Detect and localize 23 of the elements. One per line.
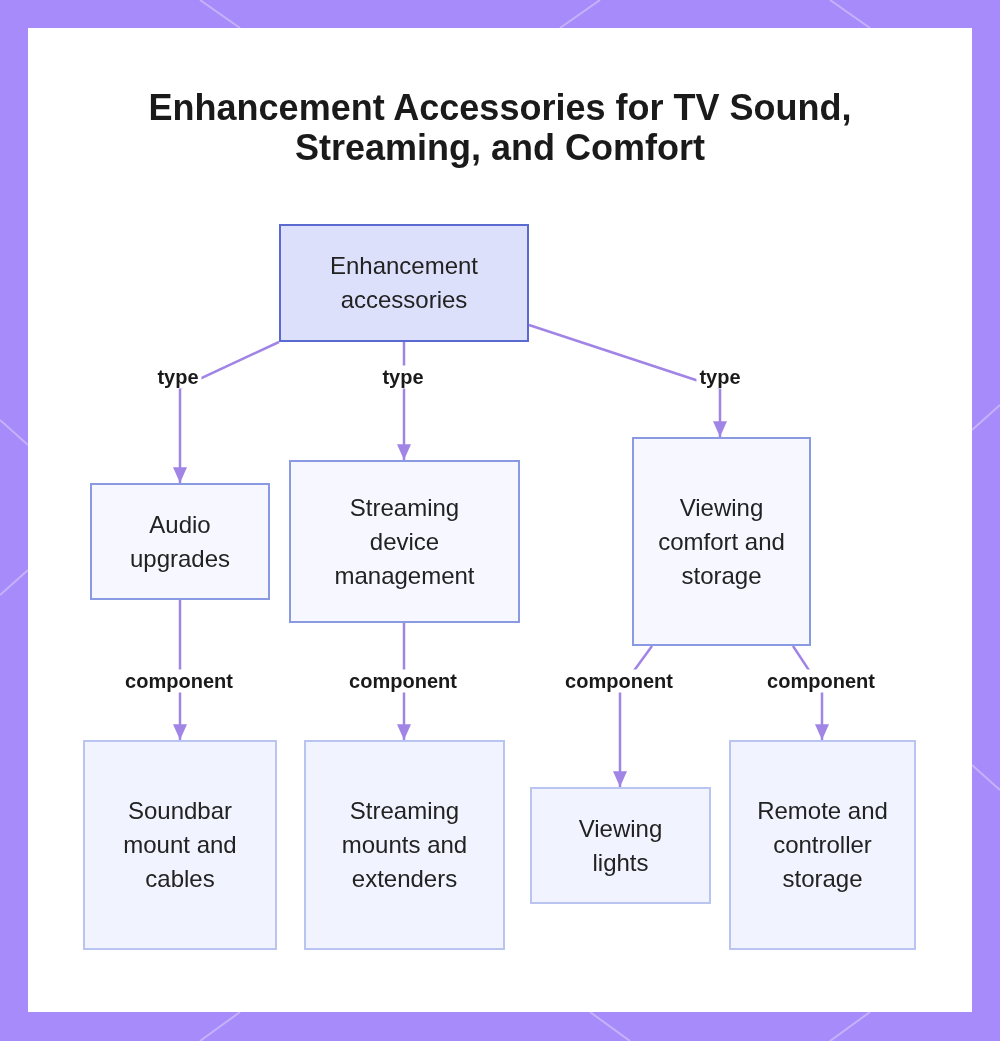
process-box xyxy=(530,787,711,904)
node-label: Viewing lights xyxy=(577,813,664,878)
node-label: Enhancement accessories xyxy=(328,251,480,315)
arrow xyxy=(528,323,727,437)
edge-label: component xyxy=(764,669,878,693)
edge-label: component xyxy=(346,669,460,693)
node-label: Streaming mounts and extenders xyxy=(340,796,469,894)
node-label: Audio upgrades xyxy=(128,509,232,574)
process-box xyxy=(90,483,270,600)
process-box xyxy=(289,460,520,623)
node-label: Remote and controller storage xyxy=(756,796,889,894)
process-box xyxy=(304,740,505,950)
node-label: Viewing comfort and storage xyxy=(657,492,786,591)
diagram-title: Enhancement Accessories for TV Sound, Streaming, and Comfort xyxy=(147,88,853,168)
process-box xyxy=(279,224,529,342)
process-box xyxy=(632,437,811,646)
arrow xyxy=(173,340,280,483)
node-label: Streaming device management xyxy=(333,492,476,591)
edge-label: component xyxy=(122,669,236,693)
edge-label: component xyxy=(562,669,676,693)
process-box xyxy=(83,740,277,950)
node-label: Soundbar mount and cables xyxy=(122,796,238,894)
process-box xyxy=(729,740,916,950)
